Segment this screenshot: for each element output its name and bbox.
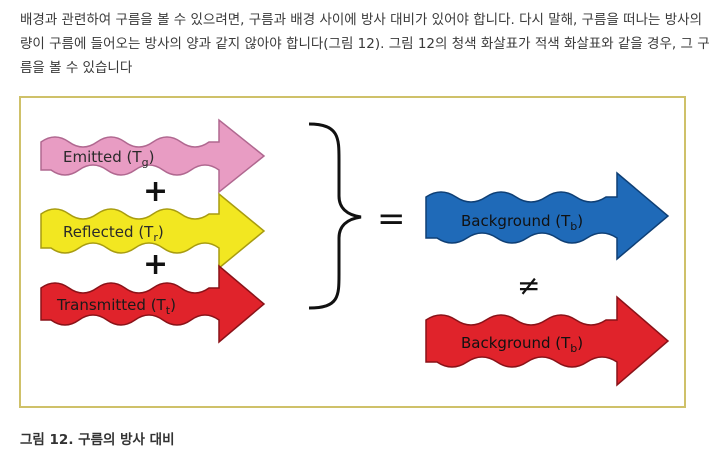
emitted-label: Emitted (Tg): [63, 148, 154, 169]
body-paragraph: 배경과 관련하여 구름을 볼 수 있으려면, 구름과 배경 사이에 방사 대비가…: [20, 12, 710, 76]
not-equal-sign: ≠: [517, 269, 540, 302]
reflected-arrow: [40, 192, 266, 270]
emitted-arrow: [40, 118, 266, 194]
radiation-contrast-diagram: Emitted (Tg) + Reflected (Tr) + Transmit…: [40, 118, 670, 387]
transmitted-arrow: [40, 264, 266, 344]
reflected-label: Reflected (Tr): [63, 223, 164, 244]
background-label-red: Background (Tb): [461, 334, 583, 355]
figure-caption: 그림 12. 구름의 방사 대비: [20, 432, 175, 448]
figure-12: Emitted (Tg) + Reflected (Tr) + Transmit…: [19, 96, 686, 408]
background-label-blue: Background (Tb): [461, 212, 583, 233]
curly-brace: [308, 122, 362, 310]
transmitted-label: Transmitted (Tt): [56, 296, 176, 317]
equals-sign: =: [377, 199, 406, 239]
plus-sign-1: +: [143, 174, 168, 209]
plus-sign-2: +: [143, 247, 168, 282]
background-arrow-red: [425, 295, 670, 387]
background-arrow-blue: [425, 171, 670, 261]
